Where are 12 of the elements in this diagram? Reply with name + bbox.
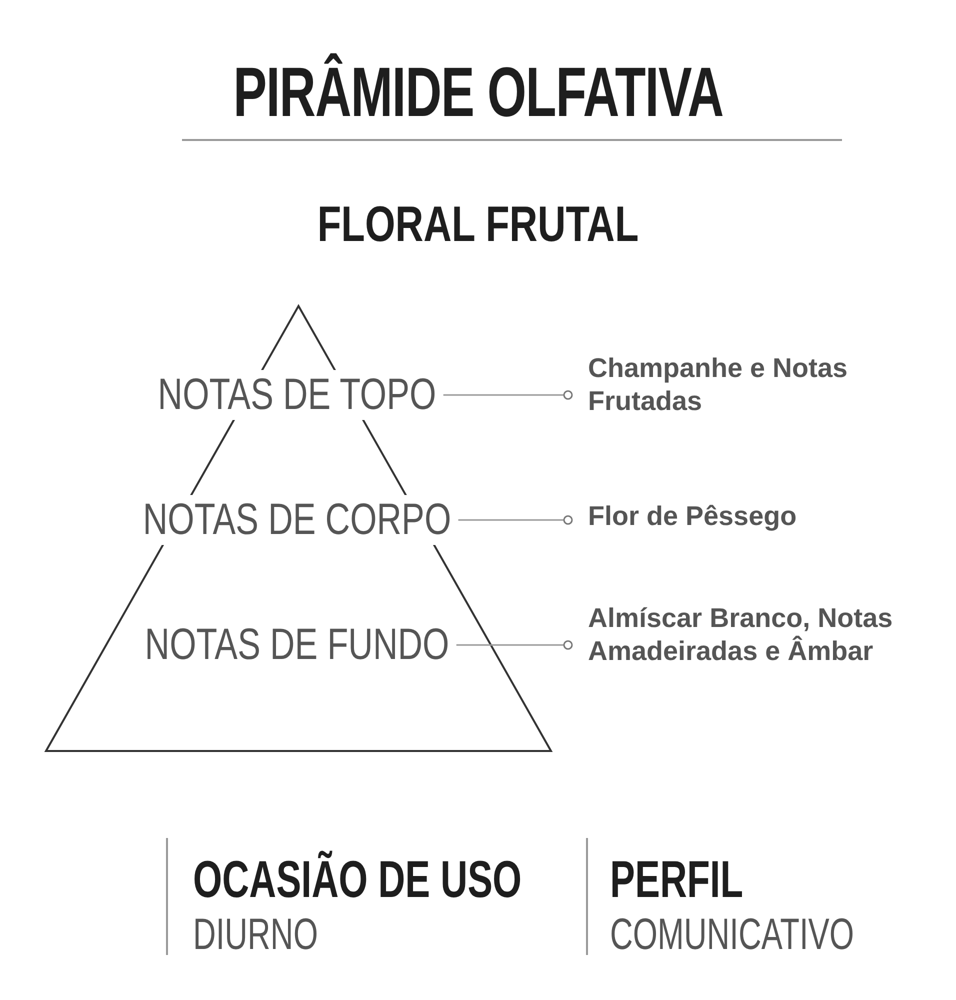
section-heading: PERFIL bbox=[610, 850, 744, 910]
title: PIRÂMIDE OLFATIVA bbox=[233, 52, 723, 132]
note-description: Almíscar Branco, Notas Amadeiradas e Âmbar bbox=[572, 602, 928, 668]
note-description: Flor de Pêssego bbox=[572, 500, 928, 533]
subtitle: FLORAL FRUTAL bbox=[317, 195, 639, 253]
note-description: Champanhe e Notas Frutadas bbox=[572, 352, 928, 418]
section-value: DIURNO bbox=[193, 910, 318, 960]
section-heading: OCASIÃO DE USO bbox=[193, 850, 522, 910]
section-value: COMUNICATIVO bbox=[610, 910, 854, 960]
leader-line bbox=[443, 390, 573, 400]
leader-line bbox=[458, 515, 573, 525]
leader-line bbox=[456, 640, 573, 650]
